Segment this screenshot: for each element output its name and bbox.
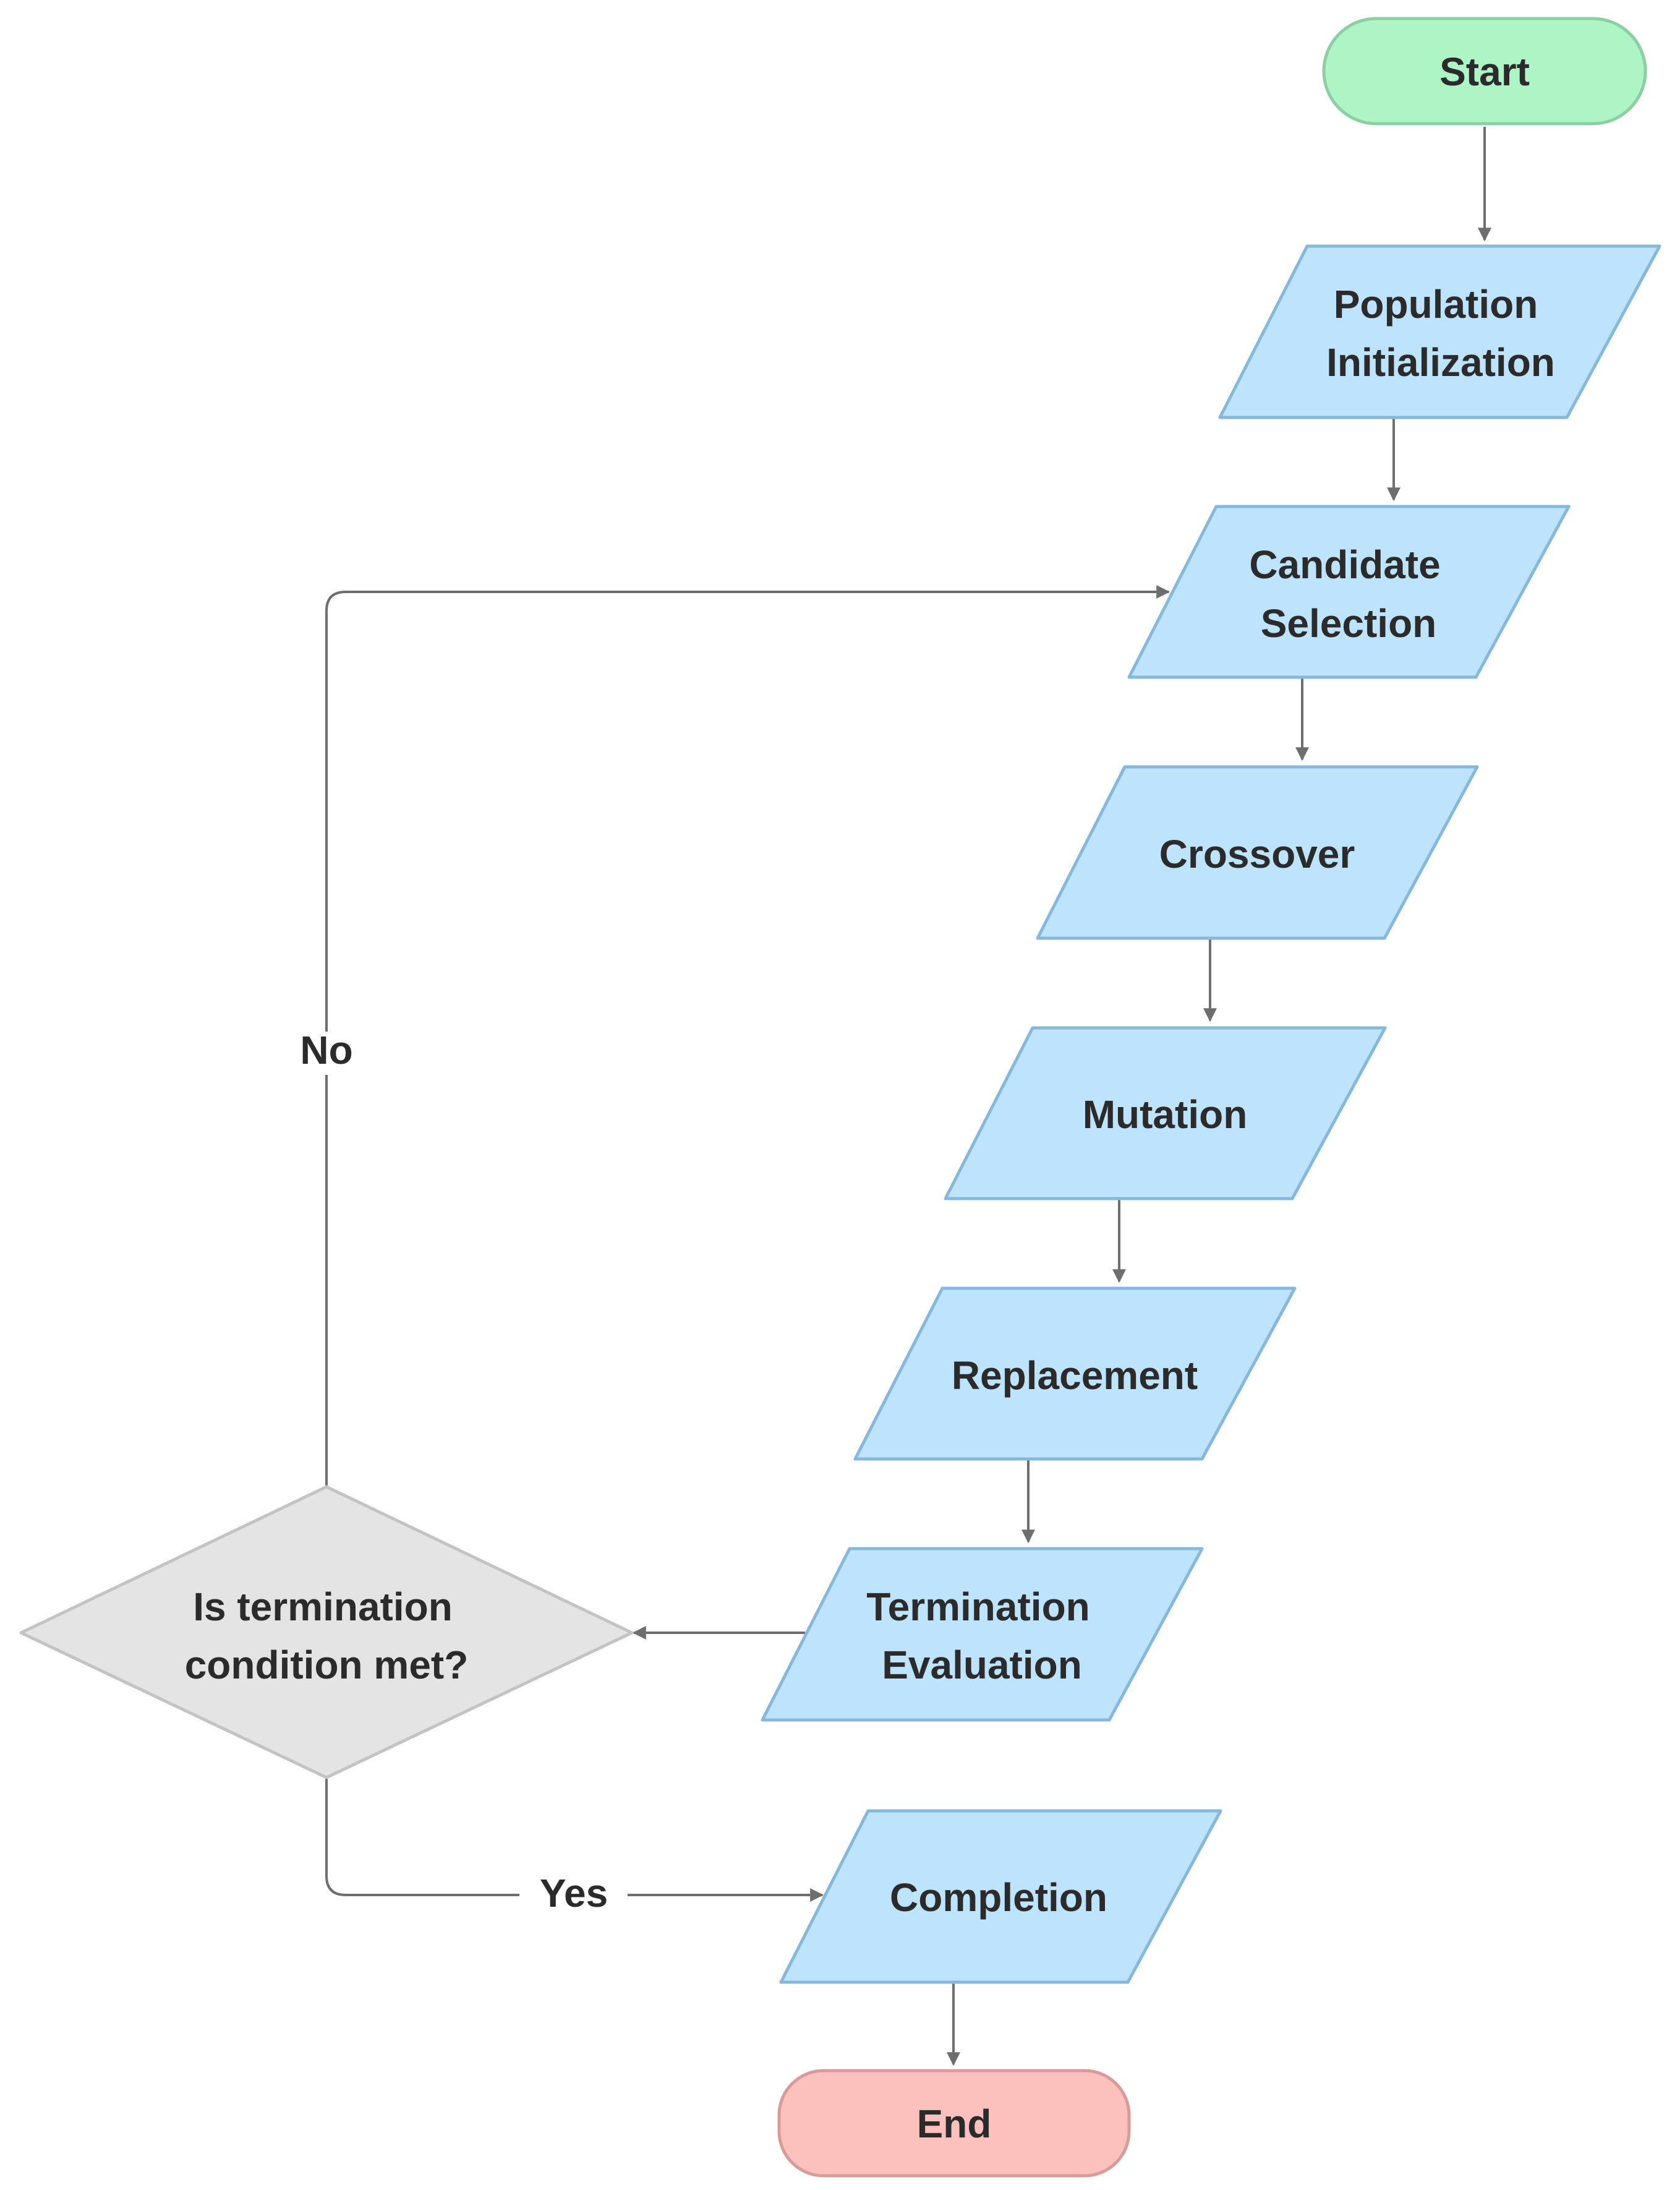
completion-shape (779, 1809, 1222, 1984)
edge-label-yes: Yes (540, 1871, 608, 1915)
termination-evaluation-label-line-1: Termination (866, 1585, 1090, 1629)
edge-decision-yes-to-completion (325, 1777, 822, 1895)
node-population-initialization: Population Initialization (1218, 244, 1661, 419)
node-start: Start (1322, 17, 1647, 126)
completion-label: Completion (890, 1875, 1107, 1920)
end-label: End (917, 2102, 992, 2146)
start-label: Start (1439, 49, 1530, 94)
connectors (325, 127, 1491, 2066)
termination-decision-label-line-2: condition met? (185, 1643, 469, 1687)
node-termination-decision: Is termination condition met? (19, 1485, 634, 1779)
node-completion: Completion (779, 1809, 1222, 1984)
node-mutation: Mutation (944, 1026, 1387, 1200)
node-replacement: Replacement (853, 1286, 1297, 1461)
population-initialization-shape (1218, 244, 1661, 419)
candidate-selection-label-line-1: Candidate (1249, 542, 1440, 587)
node-end: End (777, 2069, 1131, 2178)
crossover-shape (1036, 765, 1479, 940)
replacement-label: Replacement (952, 1353, 1198, 1398)
population-initialization-label-line-1: Population (1334, 282, 1538, 327)
replacement-shape (853, 1286, 1297, 1461)
mutation-shape (944, 1026, 1387, 1200)
end-terminal-shape (777, 2069, 1131, 2178)
mutation-label: Mutation (1083, 1092, 1248, 1137)
edge-decision-no-loop-to-candidate-selection (325, 592, 1169, 1487)
candidate-selection-shape (1127, 505, 1571, 679)
termination-evaluation-shape (761, 1547, 1204, 1722)
node-candidate-selection: Candidate Selection (1127, 505, 1571, 679)
termination-evaluation-label-line-2: Evaluation (882, 1643, 1082, 1687)
edge-label-no: No (300, 1028, 352, 1072)
start-terminal-shape (1322, 17, 1647, 126)
nodes: Start Population Initialization Candidat… (19, 17, 1661, 2178)
node-termination-evaluation: Termination Evaluation (761, 1547, 1204, 1722)
population-initialization-label-line-2: Initialization (1326, 340, 1555, 385)
termination-decision-shape (19, 1485, 634, 1779)
candidate-selection-label-line-2: Selection (1261, 601, 1437, 646)
crossover-label: Crossover (1159, 832, 1355, 876)
edge-labels: No Yes (300, 1028, 608, 1915)
node-crossover: Crossover (1036, 765, 1479, 940)
termination-decision-label-line-1: Is termination (193, 1585, 453, 1629)
